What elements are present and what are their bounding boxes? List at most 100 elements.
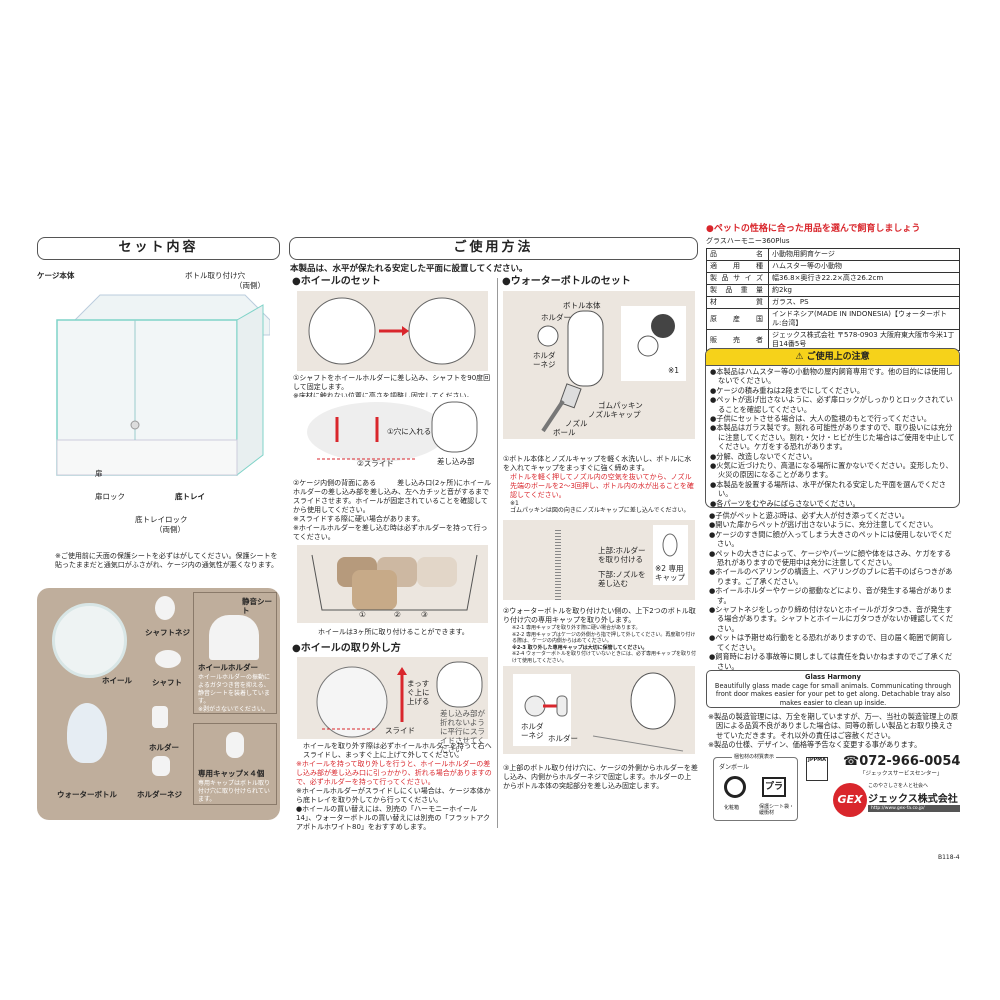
caps-title: 専用キャップ×４個: [198, 769, 265, 778]
spec-value: ガラス、PS: [768, 296, 960, 309]
step2-note: ※2-1 専用キャップを取り外す際に硬い場合があります。: [512, 625, 641, 631]
jppma-text: JPPMA: [807, 757, 827, 763]
position-3: ③: [421, 610, 428, 619]
phone-label: 「ジェックスサービスセンター」: [860, 771, 943, 777]
wheel-remove-text: ホイールを取り外す際は必ずホイールホルダーを持って右へスライドし、まっすぐ上に上…: [303, 742, 492, 759]
wheel-remove-figure: まっすぐ上に上げる スライド 差し込み部が折れないように平行にスライドさせてくだ…: [297, 657, 488, 754]
silent-sheet-label: 静音シート: [242, 597, 272, 615]
label-tray-lock: 底トレイロック: [135, 515, 188, 524]
bottle-step3: ③上部のボトル取り付け穴に、ケージの外側からホルダーを差し込み、内側からホルダー…: [503, 764, 698, 790]
caution-item: ●各パーツをむやみにばらさないでください。: [710, 498, 860, 508]
jppma-logo: JPPMA: [806, 757, 828, 781]
warning-icon: ⚠: [795, 352, 807, 362]
gex-logo: GEX: [833, 783, 867, 817]
cage-illustration: [45, 275, 271, 500]
recycle-title: 梱包材の材質表示: [732, 753, 777, 761]
wheel-remove-warning: ※ホイールを持って取り外しを行うと、ホイールホルダーの差し込み部が差し込み口に引…: [296, 760, 492, 786]
spec-row: 製品サイズ幅36.8×奥行き22.2×高さ26.2cm: [706, 272, 960, 285]
bottle-step1: ①ボトル本体とノズルキャップを軽く水洗いし、ボトルに水を入れてキャップをまっすぐ…: [503, 455, 692, 472]
spec-value: 約2kg: [768, 284, 960, 297]
wheel-step2-note2: ※ホイールホルダーを差し込む時は必ずホルダーを持って行ってください。: [293, 524, 488, 541]
wheel-holder-image: [209, 615, 259, 660]
english-text: Beautifully glass made cage for small an…: [714, 681, 952, 707]
part-shaft-screw: シャフトネジ: [145, 628, 190, 637]
fig-holder-screw: ホルダーネジ: [533, 351, 556, 369]
note-item: ※製品の製造管理には、万全を期していますが、万一、当社の製造管理上の原因による品…: [708, 712, 959, 740]
label-tray-lock-sides: （両側）: [155, 525, 185, 534]
caution-item: ●子供にセットさせる場合は、大人の監視のもとで行ってください。: [710, 414, 931, 424]
fig-slide-label: ②スライド: [357, 459, 394, 468]
company-url[interactable]: http://www.gex-fa.co.jp/: [868, 805, 960, 812]
cap-image: [226, 732, 244, 758]
wheel-set-figure: [297, 291, 488, 371]
shaft-image: [155, 650, 181, 668]
water-bottle-image: [67, 703, 107, 763]
set-contents-title: セット内容: [37, 237, 280, 260]
spec-value: 小動物用飼育ケージ: [768, 248, 960, 261]
fig-upper-label: 上部:ホルダーを取り付ける: [598, 546, 646, 564]
caution-box: ⚠ ご使用上の注意 ●本製品はハムスター等の小動物の屋内飼育専用です。他の目的に…: [705, 348, 960, 508]
fig-ball: ボール: [553, 428, 576, 437]
spec-value: 幅36.8×奥行き22.2×高さ26.2cm: [768, 272, 960, 285]
caution-header: ⚠ ご使用上の注意: [706, 349, 959, 366]
step2-note: ※2-2 専用キャップはケージの外側から指で押して外してください。再度取り付ける…: [512, 631, 696, 645]
position-1: ①: [359, 610, 366, 619]
replacement-note: ●ホイールの買い替えには、別売の「ハーモニーホイール14」、ウォーターボトルの買…: [296, 805, 491, 831]
notes: ※製品の製造管理には、万全を期していますが、万一、当社の製造管理上の原因による品…: [708, 712, 960, 750]
caution-item: ●ケージの積み重ねは2段までにしてください。: [710, 385, 865, 395]
fig-nozzle-cap: ノズルキャップ: [588, 410, 641, 419]
fig-cap-label: ※2 専用キャップ: [655, 564, 685, 582]
spec-row: 適用種ハムスター等の小動物: [706, 260, 960, 273]
bottle-step1-warning: ボトルを軽く押してノズル内の空気を抜いてから、ノズル先端のボールを2〜3回押し、…: [510, 473, 694, 499]
spec-row: 原産国インドネシア(MADE IN INDONESIA)【ウォーターボトル:台湾…: [706, 308, 960, 330]
bottle-step2-notes: ※2-1 専用キャップを取り外す際に硬い場合があります。 ※2-2 専用キャップ…: [512, 625, 698, 664]
spec-row: 品名小動物用飼育ケージ: [706, 248, 960, 261]
step2-note: ※2-3 取り外した専用キャップは大切に保管してください。: [512, 644, 648, 651]
holder-attach-figure: ホルダーネジ ホルダー: [503, 666, 695, 754]
spec-key: 適用種: [706, 260, 769, 273]
label-bottle-hole: ボトル取り付け穴: [185, 271, 245, 280]
spec-key: 材質: [706, 296, 769, 309]
pla-recycle-icon: プラ: [762, 777, 786, 797]
wheel-step1: ①シャフトをホイールホルダーに差し込み、シャフトを90度回して固定します。: [293, 374, 491, 391]
column-divider: [497, 278, 498, 828]
wheel-holder-desc: ホイールホルダーの振動によるガタつき音を抑える、静音シートを装着しています。: [198, 674, 271, 705]
position-2: ②: [394, 610, 401, 619]
holder-screw-image: [152, 756, 170, 776]
label-both-sides: （両側）: [235, 281, 265, 290]
fig-holder-label: ホルダー: [548, 734, 578, 743]
wheel-slide-figure: ②スライド ①穴に入れる 差し込み部: [297, 397, 488, 472]
caution-title: ご使用上の注意: [806, 352, 870, 362]
positions-caption: ホイールは3ヶ所に取り付けることができます。: [318, 628, 469, 636]
wheel-image: [52, 603, 127, 678]
fig-note1: ※1: [668, 366, 680, 375]
bottle-set-heading: ●ウォーターボトルのセット: [502, 276, 631, 287]
fig-insert-label: 差し込み部: [437, 457, 475, 466]
usage-title: ご使用方法: [289, 237, 698, 260]
caution-item: ●ホイールのベアリングの構造上、ベアリングのブレに若干のばらつきがあります。ご了…: [709, 567, 953, 586]
paper-recycle-icon: [724, 776, 746, 798]
caution-item: ●ペットは予期せぬ行動をとる恐れがありますので、目の届く範囲で飼育してください。: [709, 633, 953, 652]
slogan: このやさしさを人と社会へ: [868, 783, 929, 789]
caution-item: ●ペットの大きさによって、ケージやパーツに顔や体をはさみ、ケガをする恐れがありま…: [709, 548, 952, 568]
caution-item: ●本製品はハムスター等の小動物の屋内飼育専用です。他の目的には使用しないでくださ…: [710, 367, 953, 386]
protective-sheet-note: ※ご使用前に天面の保護シートを必ずはがしてください。保護シートを貼ったままだと通…: [55, 552, 279, 569]
spec-key: 原産国: [706, 308, 769, 330]
fig-remove-note: 差し込み部が折れないように平行にスライドさせてください: [440, 709, 485, 754]
label-door-lock: 扉ロック: [95, 492, 125, 501]
cardboard-label: ダンボール: [719, 764, 750, 771]
spec-table: 品名小動物用飼育ケージ 適用種ハムスター等の小動物 製品サイズ幅36.8×奥行き…: [706, 248, 960, 351]
label-cage-body: ケージ本体: [37, 271, 75, 280]
spec-value: ハムスター等の小動物: [768, 260, 960, 273]
wheel-holder-title: ホイールホルダー: [198, 663, 258, 672]
spec-row: 材質ガラス、PS: [706, 296, 960, 309]
wheel-step1-note: ※床材に触れない位置に高さを調整し固定してください。: [293, 392, 474, 400]
fig-remove-slide-label: スライド: [385, 726, 415, 735]
step2-note: ※2-4 ウォーターボトルを取り付けていないときには、必ず専用キャップを取り付け…: [512, 651, 696, 664]
company-name: ジェックス株式会社: [868, 794, 958, 805]
fig-lower-label: 下部:ノズルを差し込む: [598, 570, 646, 588]
part-holder-screw: ホルダーネジ: [137, 790, 182, 799]
spec-row: 製品重量約2kg: [706, 284, 960, 297]
wheel-set-heading: ●ホイールのセット: [292, 276, 381, 287]
spec-key: 製品サイズ: [706, 272, 769, 285]
